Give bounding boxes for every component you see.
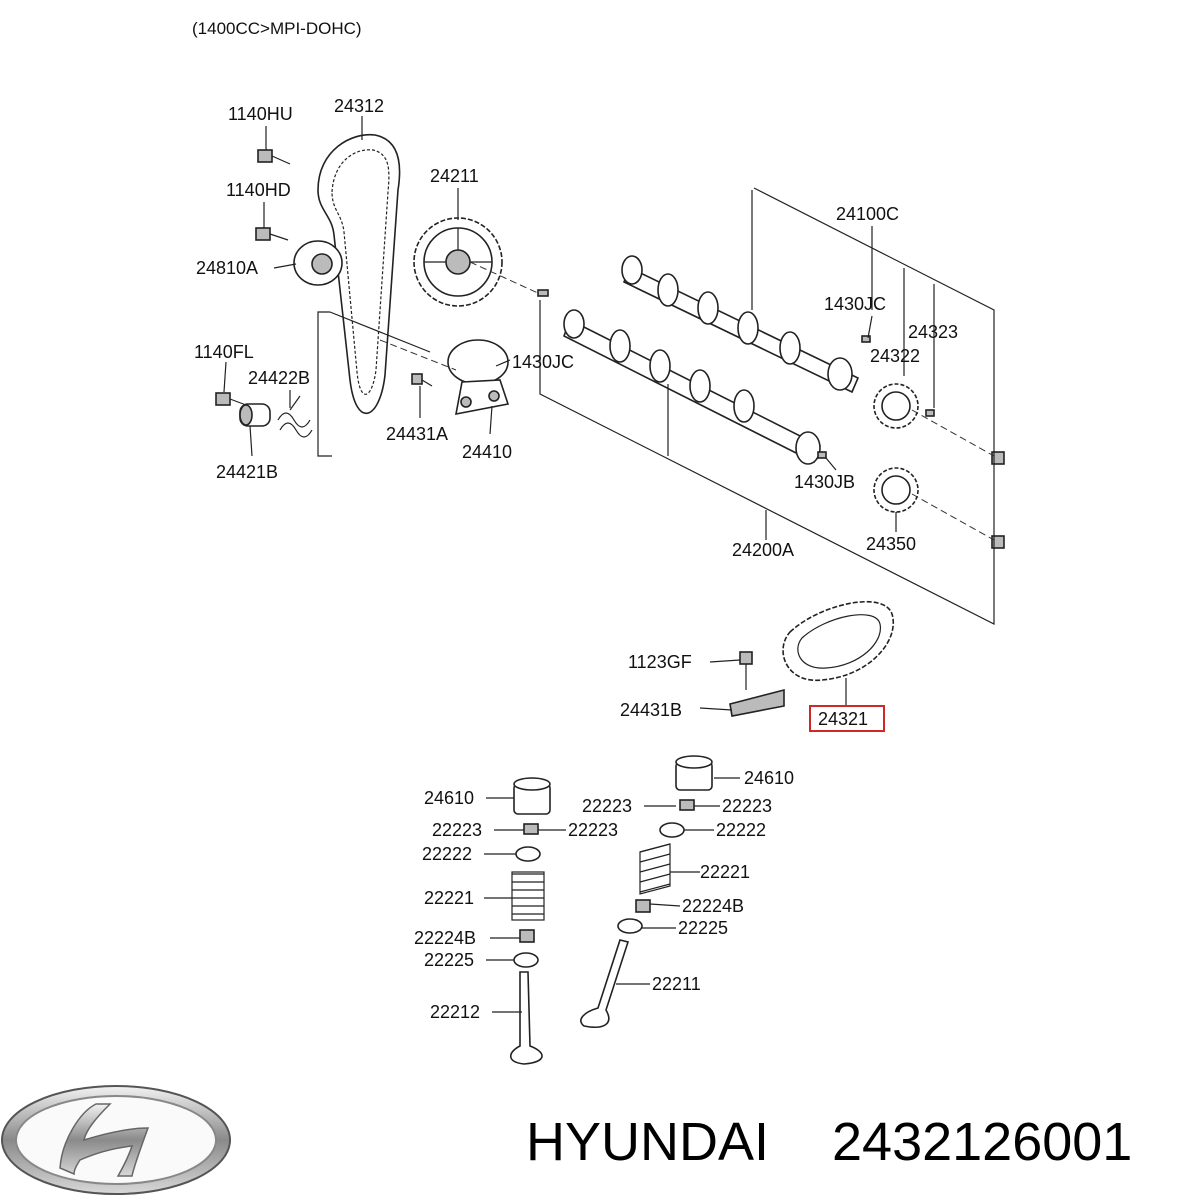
label-22222-right: 22222 bbox=[716, 820, 766, 840]
bolt-right-upper bbox=[991, 451, 1005, 465]
label-22223-c: 22223 bbox=[432, 820, 482, 840]
label-24431A: 24431A bbox=[386, 424, 448, 444]
label-22223-a: 22223 bbox=[582, 796, 632, 816]
label-22224B-left: 22224B bbox=[414, 928, 476, 948]
highlighted-part[interactable]: 24321 bbox=[809, 705, 885, 732]
valve-keepers-right bbox=[679, 799, 695, 811]
label-22221-left: 22221 bbox=[424, 888, 474, 908]
label-24350: 24350 bbox=[866, 534, 916, 554]
chain-guide bbox=[729, 688, 785, 717]
highlight-box bbox=[809, 705, 885, 732]
intake-valve bbox=[580, 939, 630, 1028]
label-24410: 24410 bbox=[462, 442, 512, 462]
intake-camshaft bbox=[562, 309, 822, 465]
tensioner-sleeve bbox=[239, 403, 271, 427]
label-24200A: 24200A bbox=[732, 540, 794, 560]
label-24323: 24323 bbox=[908, 322, 958, 342]
label-24422B: 24422B bbox=[248, 368, 310, 388]
bolt-24431A bbox=[411, 373, 433, 387]
bolt-1140HD bbox=[255, 227, 289, 241]
spring-seat-right bbox=[617, 918, 643, 934]
label-1123GF: 1123GF bbox=[628, 652, 692, 672]
valve-keepers-left bbox=[523, 823, 539, 835]
valve-lifter-right bbox=[675, 755, 713, 791]
valve-spring-left bbox=[511, 871, 545, 921]
spring-retainer-left bbox=[515, 846, 541, 862]
exhaust-camshaft bbox=[621, 255, 860, 394]
bolt-1140HU bbox=[257, 149, 291, 165]
label-24810A: 24810A bbox=[196, 258, 258, 278]
label-22223-d: 22223 bbox=[568, 820, 618, 840]
label-24312: 24312 bbox=[334, 96, 384, 116]
timing-belt bbox=[317, 133, 401, 414]
footer-brand: HYUNDAI bbox=[526, 1112, 769, 1172]
exhaust-cam-sprocket bbox=[873, 383, 919, 429]
spring-seat-left bbox=[513, 952, 539, 968]
label-1430JC-mid: 1430JC bbox=[512, 352, 574, 372]
bolt-right-lower bbox=[991, 535, 1005, 549]
idler-pulley bbox=[293, 240, 343, 286]
valve-seal-left bbox=[519, 929, 535, 943]
label-24100C: 24100C bbox=[836, 204, 899, 224]
label-22223-b: 22223 bbox=[722, 796, 772, 816]
label-24321: 24321 bbox=[818, 709, 868, 729]
intake-cam-sprocket bbox=[873, 467, 919, 513]
label-22211: 22211 bbox=[652, 974, 701, 994]
cam-sprocket bbox=[413, 217, 503, 307]
label-24610-right: 24610 bbox=[744, 768, 794, 788]
label-24610-left: 24610 bbox=[424, 788, 474, 808]
label-24421B: 24421B bbox=[216, 462, 278, 482]
leader-lines bbox=[223, 116, 897, 1013]
bolt-1123GF bbox=[739, 651, 753, 690]
timing-chain bbox=[782, 600, 895, 681]
label-22212: 22212 bbox=[430, 1002, 480, 1022]
label-22222-left: 22222 bbox=[422, 844, 472, 864]
label-24431B: 24431B bbox=[620, 700, 682, 720]
spring-retainer-right bbox=[659, 822, 685, 838]
hyundai-logo-icon bbox=[1, 1085, 231, 1195]
label-1430JB: 1430JB bbox=[794, 472, 855, 492]
label-22224B-right: 22224B bbox=[682, 896, 744, 916]
label-22225-left: 22225 bbox=[424, 950, 474, 970]
label-1430JC-top: 1430JC bbox=[824, 294, 886, 314]
label-1140FL: 1140FL bbox=[194, 342, 254, 362]
label-22225-right: 22225 bbox=[678, 918, 728, 938]
footer-part-number: 2432126001 bbox=[832, 1112, 1132, 1172]
label-24322: 24322 bbox=[870, 346, 920, 366]
bolt-1140FL bbox=[215, 392, 247, 406]
label-1140HU: 1140HU bbox=[228, 104, 293, 124]
valve-lifter-left bbox=[513, 777, 551, 815]
tensioner-spring bbox=[277, 395, 313, 438]
exhaust-valve bbox=[509, 971, 543, 1065]
valve-spring-right bbox=[639, 843, 671, 895]
label-24211: 24211 bbox=[430, 166, 479, 186]
valve-seal-right bbox=[635, 899, 651, 913]
engine-spec-header: (1400CC>MPI-DOHC) bbox=[192, 19, 362, 38]
label-22221-right: 22221 bbox=[700, 862, 750, 882]
label-1140HD: 1140HD bbox=[226, 180, 291, 200]
belt-tensioner bbox=[447, 339, 510, 416]
